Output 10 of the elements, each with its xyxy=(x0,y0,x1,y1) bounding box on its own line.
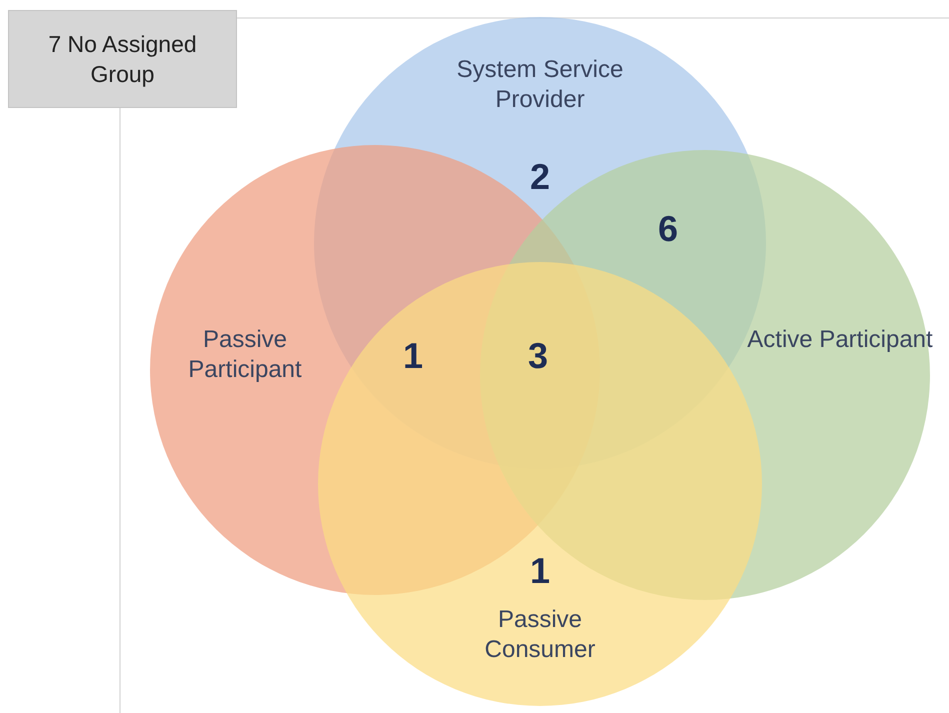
set-label: Passive Participant xyxy=(187,325,303,385)
region-count: 6 xyxy=(658,208,678,250)
set-label: System Service Provider xyxy=(456,55,624,115)
region-count: 3 xyxy=(528,335,548,377)
region-count: 1 xyxy=(402,335,424,377)
region-count: 2 xyxy=(530,156,550,198)
set-label: Active Participant xyxy=(746,325,934,355)
group-label-box: 7 No Assigned Group xyxy=(8,10,237,108)
region-count: 1 xyxy=(530,550,550,592)
set-label: Passive Consumer xyxy=(484,605,596,665)
